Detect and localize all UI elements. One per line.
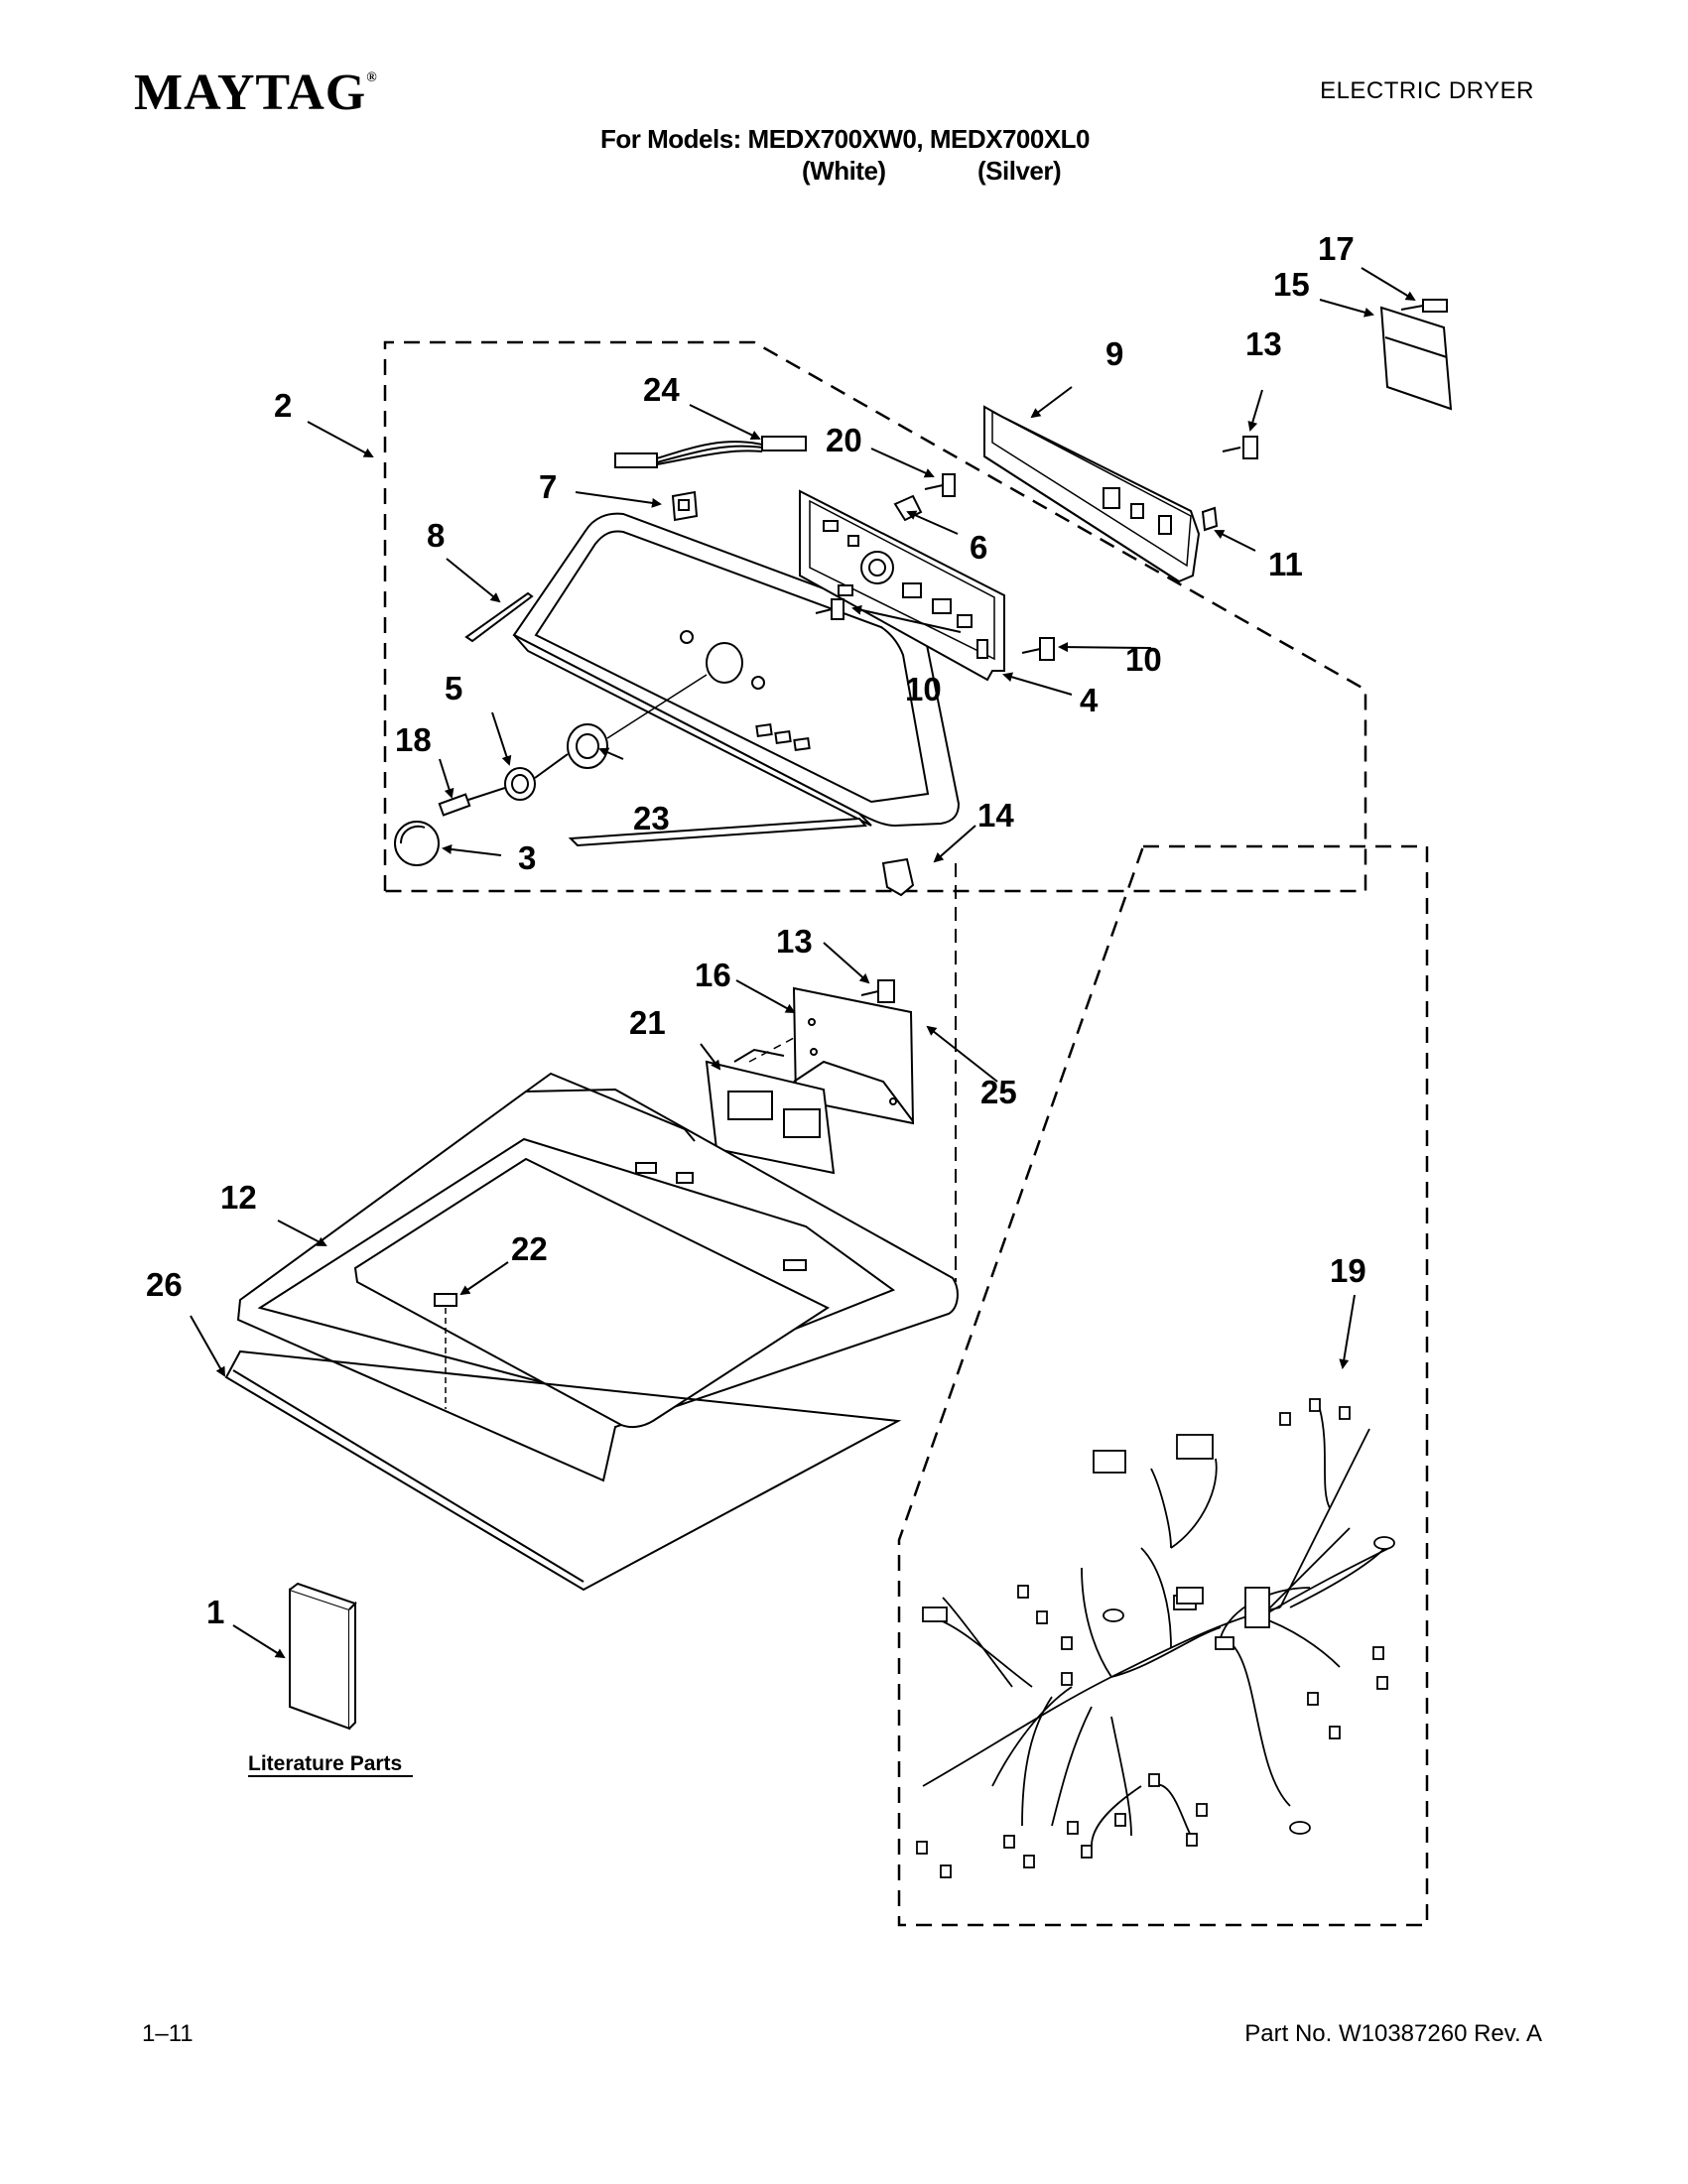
part-22-pad bbox=[434, 1293, 457, 1307]
callout-25: 25 bbox=[980, 1074, 1017, 1110]
part-20-screw bbox=[924, 473, 956, 497]
part-3-knob bbox=[394, 821, 440, 866]
callout-10b: 10 bbox=[1125, 641, 1162, 678]
variant-white: (White) bbox=[802, 156, 886, 186]
callout-13b: 13 bbox=[776, 923, 813, 960]
callout-6: 6 bbox=[970, 529, 987, 566]
callout-23: 23 bbox=[633, 800, 670, 836]
callout-2: 2 bbox=[274, 387, 292, 424]
callout-1: 1 bbox=[206, 1594, 224, 1630]
part-number: Part No. W10387260 Rev. A bbox=[1244, 2020, 1542, 2047]
callout-15: 15 bbox=[1273, 266, 1310, 303]
part-8-trim-strip bbox=[464, 591, 534, 643]
callout-labels: 1 2 3 4 5 6 7 8 9 10 10 11 12 13 13 14 1… bbox=[146, 230, 1366, 1630]
callout-10a: 10 bbox=[905, 671, 942, 707]
callout-7: 7 bbox=[539, 468, 557, 505]
console-assembly-boundary bbox=[383, 340, 1367, 893]
callout-26: 26 bbox=[146, 1266, 183, 1303]
callout-4: 4 bbox=[1080, 682, 1099, 718]
callout-13a: 13 bbox=[1245, 325, 1282, 362]
callout-22: 22 bbox=[511, 1230, 548, 1267]
callout-12: 12 bbox=[220, 1179, 257, 1216]
part-18-shaft bbox=[438, 793, 471, 817]
callout-18: 18 bbox=[395, 721, 432, 758]
part-10-screw-right bbox=[1021, 637, 1055, 661]
part-12-top-panel bbox=[236, 1072, 959, 1482]
part-7-clip bbox=[671, 490, 699, 522]
callout-3: 3 bbox=[518, 839, 536, 876]
part-19-main-harness bbox=[916, 1398, 1395, 1878]
leader-dashed-module bbox=[748, 1037, 795, 1063]
variant-silver: (Silver) bbox=[977, 156, 1062, 186]
part-4-control-board bbox=[799, 489, 1005, 682]
brand-logo: MAYTAG® bbox=[134, 67, 378, 119]
console-panel bbox=[512, 512, 961, 847]
knob-parts bbox=[394, 674, 708, 866]
models-line: For Models: MEDX700XW0, MEDX700XL0 bbox=[600, 124, 1091, 154]
part-1-literature bbox=[289, 1582, 357, 1731]
callout-21: 21 bbox=[629, 1004, 666, 1041]
literature-parts-label: Literature Parts bbox=[248, 1752, 402, 1775]
callout-17: 17 bbox=[1318, 230, 1355, 267]
part-13-screw-bottom bbox=[860, 979, 895, 1003]
brand-name: MAYTAG bbox=[134, 64, 367, 121]
part-5-ring bbox=[504, 767, 536, 801]
callout-20: 20 bbox=[826, 422, 862, 458]
part-23-bezel bbox=[567, 723, 608, 769]
callout-14: 14 bbox=[977, 797, 1014, 834]
callout-16: 16 bbox=[695, 957, 731, 993]
part-26-gasket bbox=[224, 1349, 902, 1592]
part-24-console-harness bbox=[614, 436, 807, 468]
callout-11: 11 bbox=[1268, 546, 1303, 582]
harness-assembly-boundary bbox=[897, 844, 1429, 1927]
part-21-module bbox=[705, 1048, 836, 1175]
callout-19: 19 bbox=[1330, 1252, 1366, 1289]
callout-5: 5 bbox=[445, 670, 462, 707]
callout-24: 24 bbox=[643, 371, 680, 408]
part-13-screw-top bbox=[1222, 436, 1258, 459]
part-9-console-back bbox=[983, 405, 1201, 583]
callout-8: 8 bbox=[427, 517, 445, 554]
leader-arrows bbox=[190, 267, 1416, 1659]
page-number: 1–11 bbox=[142, 2020, 194, 2047]
part-15-cover bbox=[1379, 306, 1453, 411]
part-10-screw-left bbox=[815, 598, 844, 620]
part-14-clip bbox=[881, 857, 915, 897]
registered-mark: ® bbox=[366, 70, 378, 85]
part-11-clip bbox=[1201, 506, 1219, 532]
document-type: ELECTRIC DRYER bbox=[1320, 77, 1534, 104]
part-17-screw bbox=[1400, 299, 1448, 313]
callout-9: 9 bbox=[1105, 335, 1123, 372]
